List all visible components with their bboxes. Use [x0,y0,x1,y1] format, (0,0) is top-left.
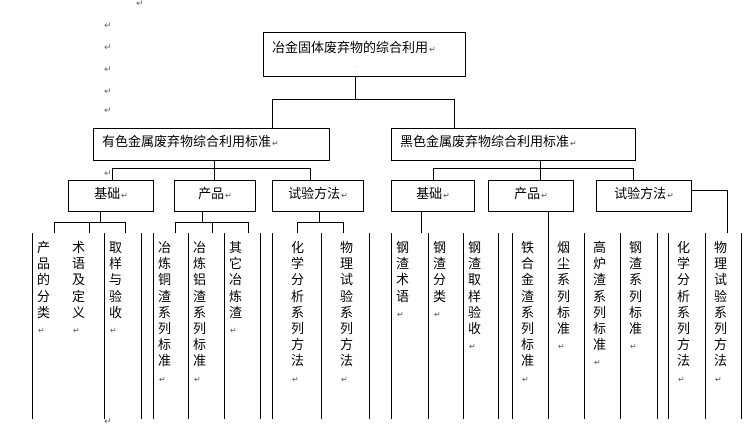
ferrous-basic-label: 基础↵ [416,187,450,202]
ferrous-category: 黑色金属废弃物综合利用标准↵ [391,128,636,161]
leaf-label: 物理试验系列方法↵ [714,241,728,384]
leaf-steel-slag-sampling: 钢渣取样验收↵ [463,233,498,419]
leaf-label: 钢渣术语↵ [396,241,410,319]
leaf-other-smelting-slag: 其它冶炼渣↵ [224,233,260,419]
paragraph-mark: ↵ [136,0,144,9]
leaf-label: 冶炼铝渣系列标准↵ [193,241,207,384]
nonferrous-category: 有色金属废弃物综合利用标准↵ [93,128,330,161]
leaf-label: 其它冶炼渣↵ [229,241,243,336]
leaf-label: 高炉渣系列标准↵ [593,241,607,368]
nonferrous-products-label: 产品↵ [198,187,232,202]
leaf-label: 物理试验系列方法↵ [340,241,354,384]
ferrous-products-node: 产品↵ [488,180,574,212]
leaf-label: 取样与验收↵ [109,241,123,336]
nonferrous-basic-label: 基础↵ [94,187,128,202]
leaf-label: 术语及定义↵ [72,241,86,336]
leaf-label: 铁合金渣系列标准↵ [521,241,535,384]
leaf-product-classification: 产品的分类↵ [33,233,68,419]
ferrous-methods-node: 试验方法↵ [596,180,692,212]
leaf-sampling-acceptance: 取样与验收↵ [104,233,141,419]
paragraph-dot: · [355,64,357,71]
nonferrous-methods-node: 试验方法↵ [272,180,364,212]
leaf-label: 钢渣取样验收↵ [468,241,482,352]
paragraph-mark: ↵ [104,87,112,97]
leaf-label: 冶炼铜渣系列标准↵ [158,241,172,384]
leaf-physical-test-methods: 物理试验系列方法↵ [321,233,369,419]
ferrous-products-label: 产品↵ [514,187,548,202]
paragraph-mark: ↵ [104,65,112,75]
leaf-aluminum-slag-standards: 冶炼铝渣系列标准↵ [188,233,224,419]
leaf-dust-standards: 烟尘系列标准↵ [548,233,584,419]
leaf-steel-slag-standards: 钢渣系列标准↵ [620,233,657,419]
paragraph-mark: ↵ [104,106,112,116]
nonferrous-basic-node: 基础↵ [68,180,154,212]
nonferrous-label: 有色金属废弃物综合利用标准↵ [102,135,279,150]
nonferrous-products-node: 产品↵ [174,180,256,212]
paragraph-mark: ↵ [104,169,112,179]
paragraph-mark: ↵ [104,43,112,53]
ferrous-methods-label: 试验方法↵ [614,187,674,202]
leaf-label: 烟尘系列标准↵ [557,241,571,352]
ferrous-label: 黑色金属废弃物综合利用标准↵ [400,135,577,150]
leaf-blast-furnace-slag-standards: 高炉渣系列标准↵ [584,233,620,419]
root-label: 冶金固体废弃物的综合利用↵ [272,41,436,56]
leaf-ferrous-chemical-methods: 化学分析系列方法↵ [669,233,705,419]
paragraph-mark: ↵ [104,417,112,427]
leaf-label: 化学分析系列方法↵ [291,241,305,384]
ferrous-basic-node: 基础↵ [391,180,475,212]
root-node: 冶金固体废弃物的综合利用↵ [263,32,466,77]
leaf-label: 钢渣系列标准↵ [629,241,643,352]
leaf-ferroalloy-slag-standards: 铁合金渣系列标准↵ [513,233,548,419]
leaf-label: 产品的分类↵ [37,241,51,336]
leaf-chemical-analysis-methods: 化学分析系列方法↵ [273,233,321,419]
leaf-copper-slag-standards: 冶炼铜渣系列标准↵ [154,233,188,419]
leaf-label: 化学分析系列方法↵ [677,241,691,384]
leaf-terms-definitions: 术语及定义↵ [68,233,104,419]
nonferrous-methods-label: 试验方法↵ [288,187,348,202]
paragraph-mark: ↵ [104,21,112,31]
leaf-steel-slag-terms: 钢渣术语↵ [392,233,428,419]
leaf-steel-slag-classification: 钢渣分类↵ [428,233,463,419]
leaf-ferrous-physical-methods: 物理试验系列方法↵ [705,233,741,419]
leaf-label: 钢渣分类↵ [433,241,447,319]
